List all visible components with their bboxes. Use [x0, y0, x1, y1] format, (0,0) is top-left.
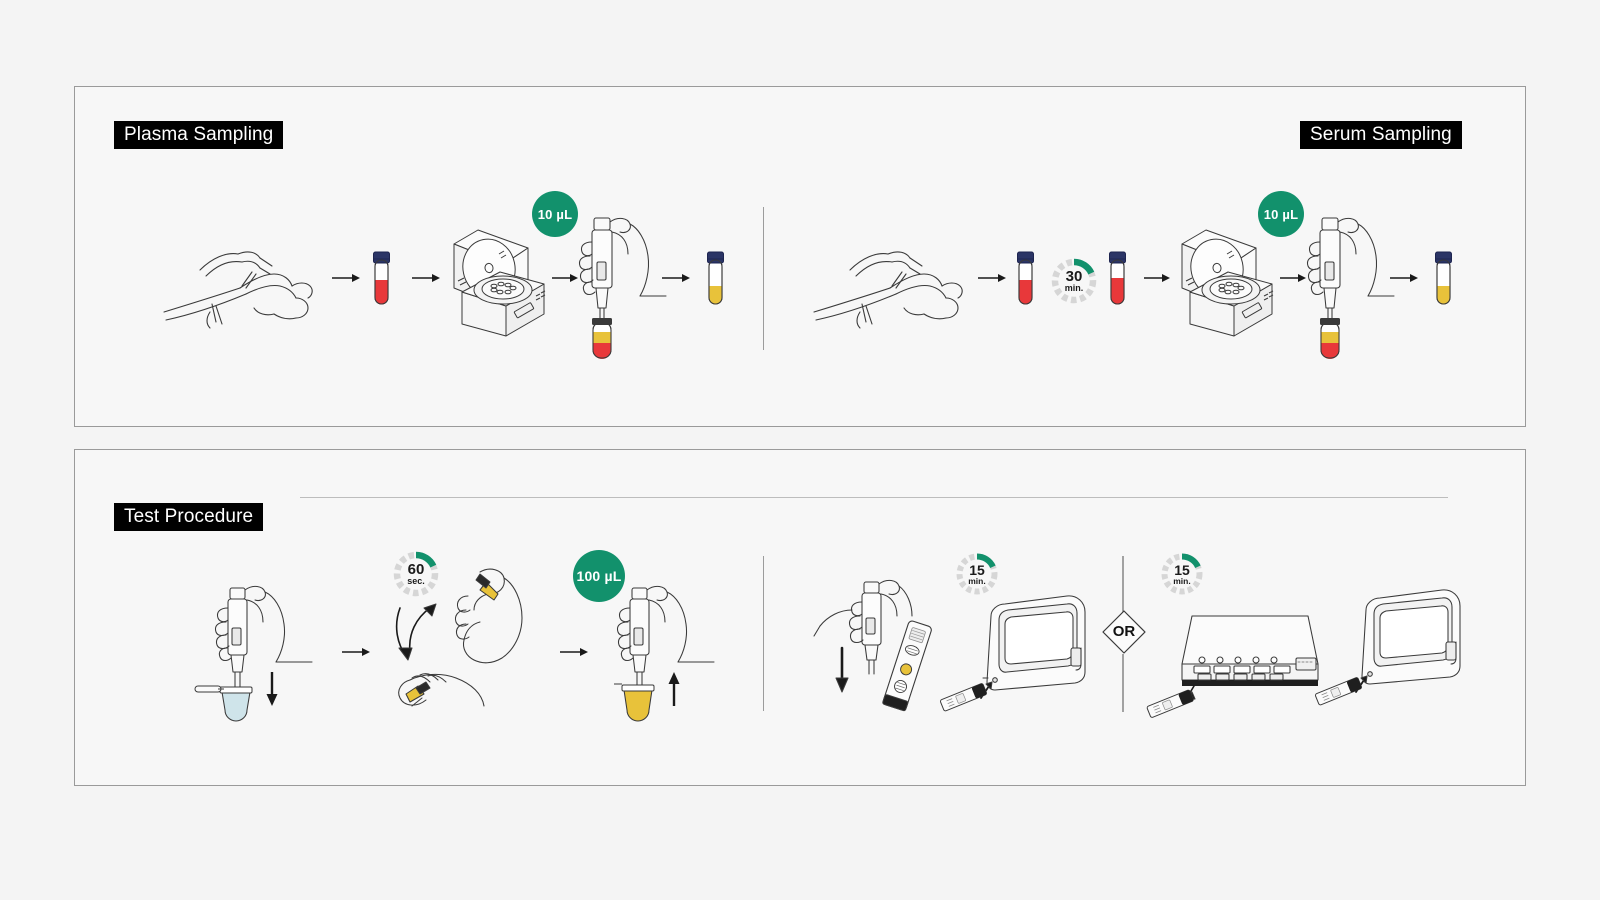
incubation-timer-b: 15 min.	[1160, 552, 1204, 596]
serum-step-venipuncture	[810, 230, 970, 330]
plasma-step-venipuncture	[160, 230, 320, 330]
test-panel-divider	[763, 556, 764, 711]
plasma-step-plasma-tube	[700, 248, 730, 314]
test-step-draw-sample	[598, 560, 718, 722]
serum-arrow-2	[1144, 272, 1172, 284]
plasma-arrow-2	[412, 272, 442, 284]
test-arrow-2	[560, 646, 590, 658]
serum-step-centrifuge	[1172, 226, 1276, 337]
plasma-sampling-label: Plasma Sampling	[114, 121, 284, 149]
test-step-benchtop-analyzer	[1146, 600, 1328, 720]
test-step-portable-analyzer-1	[939, 586, 1095, 712]
serum-step-serum-tube	[1428, 248, 1458, 314]
incubation-timer-b-value: 15	[1174, 562, 1190, 578]
test-step-portable-analyzer-2	[1314, 580, 1480, 706]
mix-timer-value: 60	[407, 561, 425, 578]
test-step-invert-mix	[382, 560, 532, 712]
incubation-timer-a-unit: min.	[968, 576, 986, 586]
serum-step-blood-tube-1	[1010, 248, 1040, 314]
serum-arrow-1	[978, 272, 1008, 284]
plasma-step-pipette-transfer	[570, 212, 670, 360]
serum-arrow-4	[1390, 272, 1420, 284]
incubation-timer-b-unit: min.	[1173, 576, 1191, 586]
test-step-dispense-cassette	[812, 570, 942, 715]
or-label: OR	[1112, 623, 1136, 640]
test-step-dispense-into-buffer	[194, 560, 316, 722]
serum-arrow-3	[1280, 272, 1308, 284]
plasma-volume-badge: 10 µL	[532, 191, 578, 237]
plasma-arrow-3	[552, 272, 580, 284]
serum-volume-badge: 10 µL	[1258, 191, 1304, 237]
plasma-step-blood-tube	[366, 248, 396, 314]
serum-step-blood-tube-2	[1102, 248, 1132, 314]
plasma-serum-sampling-panel	[74, 86, 1526, 427]
test-procedure-label: Test Procedure	[114, 503, 264, 531]
plasma-arrow-1	[332, 272, 362, 284]
incubation-timer-a: 15 min.	[955, 552, 999, 596]
serum-clot-timer: 30 min.	[1050, 257, 1098, 305]
test-arrow-1	[342, 646, 372, 658]
or-connector-line-bottom	[1122, 654, 1124, 712]
plasma-arrow-4	[662, 272, 692, 284]
or-connector-line-top	[1122, 556, 1124, 612]
serum-step-pipette-transfer	[1298, 212, 1398, 360]
serum-sampling-label: Serum Sampling	[1300, 121, 1462, 149]
plasma-step-centrifuge	[444, 226, 548, 337]
incubation-timer-a-value: 15	[969, 562, 985, 578]
or-branch-diamond: OR	[1100, 608, 1148, 656]
mix-timer-unit: sec.	[407, 576, 425, 586]
test-procedure-rule	[300, 497, 1448, 498]
serum-clot-timer-unit: min.	[1064, 283, 1084, 293]
test-volume-badge: 100 µL	[573, 550, 625, 602]
mix-timer: 60 sec.	[392, 550, 440, 598]
sampling-panel-divider	[763, 207, 764, 350]
serum-clot-timer-value: 30	[1065, 268, 1083, 285]
